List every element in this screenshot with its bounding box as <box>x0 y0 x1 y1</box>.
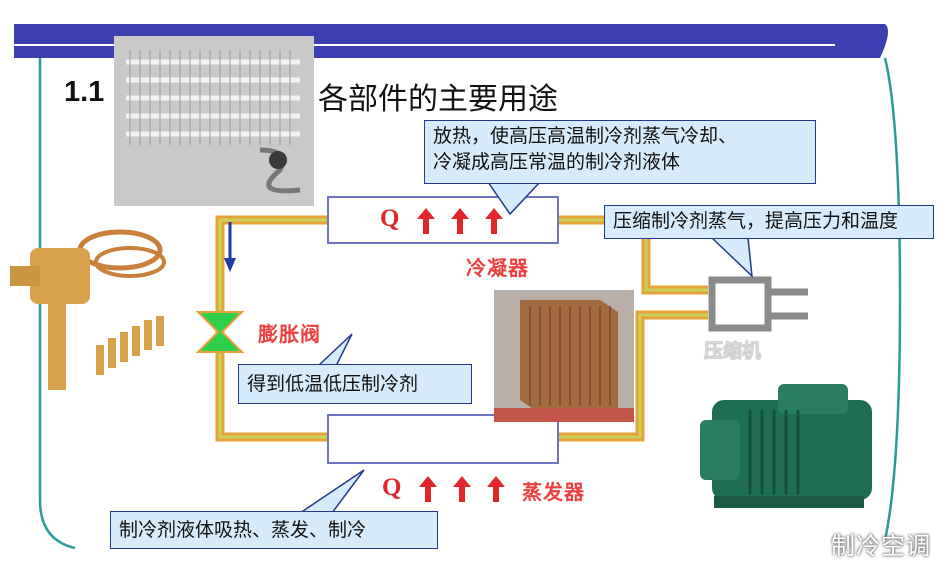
title-number: 1.1 <box>64 76 105 108</box>
valve-callout-pointer <box>317 333 353 367</box>
heat-arrow-icon <box>453 476 471 502</box>
evaporator-photo <box>494 290 634 422</box>
evaporator-label: 蒸发器 <box>522 480 585 504</box>
evaporator-callout-pointer <box>299 469 365 514</box>
heat-arrow-icon <box>487 476 505 502</box>
page-title: 各部件的主要用途 <box>318 82 558 117</box>
heat-arrow-icon <box>417 208 435 234</box>
expansion-valve-icon <box>195 311 245 353</box>
compressor-callout-pointer <box>711 237 753 278</box>
condenser-heat-q: Q <box>380 205 400 232</box>
evaporator-callout: 制冷剂液体吸热、蒸发、制冷 <box>110 511 438 549</box>
condenser-box <box>327 196 559 244</box>
valve-callout: 得到低温低压制冷剂 <box>238 364 472 404</box>
heat-arrow-icon <box>419 476 437 502</box>
compressor-photo <box>700 384 872 508</box>
condenser-callout-pointer <box>487 181 541 216</box>
heat-arrow-icon <box>451 208 469 234</box>
evaporator-heat-q: Q <box>382 474 402 501</box>
condenser-label: 冷凝器 <box>466 256 529 280</box>
compressor-schematic <box>708 276 808 332</box>
expansion-valve-photo <box>10 229 166 390</box>
condenser-callout-line2: 冷凝成高压常温的制冷剂液体 <box>433 151 681 173</box>
condenser-callout-line1: 放热，使高压高温制冷剂蒸气冷却、 <box>433 125 738 147</box>
heat-arrow-icon <box>485 208 503 234</box>
flow-arrow-icon <box>224 222 236 272</box>
condenser-photo <box>114 36 314 206</box>
watermark: 制冷空调 <box>831 532 931 560</box>
slide-frame <box>38 57 902 550</box>
condenser-callout: 放热，使高压高温制冷剂蒸气冷却、 冷凝成高压常温的制冷剂液体 <box>424 120 816 184</box>
compressor-callout: 压缩制冷剂蒸气，提高压力和温度 <box>604 205 934 239</box>
evaporator-box <box>327 414 559 464</box>
compressor-label: 压缩机 <box>704 340 762 362</box>
expansion-valve-label: 膨胀阀 <box>258 322 321 346</box>
